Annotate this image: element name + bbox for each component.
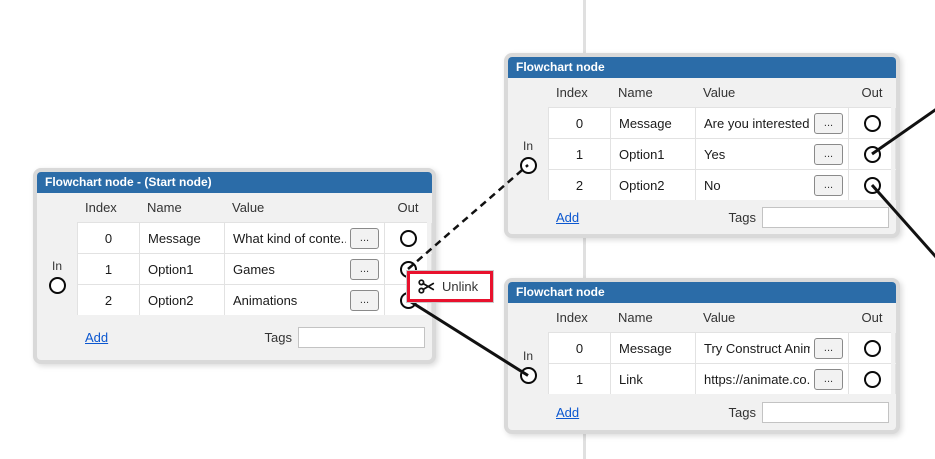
tags-input[interactable] bbox=[298, 327, 425, 348]
tags-input[interactable] bbox=[762, 206, 889, 228]
in-port-label: In bbox=[522, 138, 533, 153]
browse-button[interactable]: ... bbox=[814, 368, 843, 390]
flowchart-node-start[interactable]: Flowchart node - (Start node) In Index N… bbox=[33, 168, 436, 364]
node-title: Flowchart node bbox=[516, 285, 605, 299]
browse-button[interactable]: ... bbox=[350, 227, 379, 249]
row-name: Message bbox=[139, 223, 224, 253]
table-row: 2 Option2 Animations... bbox=[77, 284, 432, 315]
out-port[interactable] bbox=[863, 114, 881, 132]
unlink-label: Unlink bbox=[442, 279, 479, 294]
row-value: No bbox=[704, 177, 721, 193]
unlink-button[interactable]: Unlink bbox=[407, 271, 494, 302]
flowchart-node-interested[interactable]: Flowchart node In Index Name Value Out 0… bbox=[504, 53, 900, 238]
browse-button[interactable]: ... bbox=[350, 258, 379, 280]
node-title-bar[interactable]: Flowchart node - (Start node) bbox=[37, 172, 432, 193]
out-port[interactable] bbox=[399, 229, 417, 247]
row-value: What kind of conte... bbox=[233, 230, 346, 246]
column-header-value: Value bbox=[232, 200, 265, 215]
column-header-out: Out bbox=[861, 310, 883, 325]
column-header-index: Index bbox=[85, 200, 117, 215]
table-header-row: Index Name Value Out bbox=[77, 193, 427, 222]
scissors-icon bbox=[418, 279, 435, 294]
in-port[interactable] bbox=[519, 367, 537, 384]
table-row: 0 Message Are you interested ...... bbox=[548, 107, 896, 138]
browse-button[interactable]: ... bbox=[814, 337, 843, 359]
row-value: Games bbox=[233, 261, 275, 277]
row-value: Animations bbox=[233, 292, 298, 308]
column-header-value: Value bbox=[703, 310, 736, 325]
row-value: Yes bbox=[704, 146, 726, 162]
row-value: Try Construct Anim... bbox=[704, 340, 810, 356]
browse-button[interactable]: ... bbox=[350, 289, 379, 311]
row-index: 1 bbox=[548, 364, 610, 394]
row-name: Option1 bbox=[139, 254, 224, 284]
row-name: Message bbox=[610, 108, 695, 138]
row-index: 1 bbox=[77, 254, 139, 284]
table-header-row: Index Name Value Out bbox=[548, 303, 891, 332]
column-header-name: Name bbox=[618, 310, 653, 325]
table-row: 1 Link https://animate.co...... bbox=[548, 363, 896, 394]
add-row-link[interactable]: Add bbox=[556, 404, 580, 420]
table-row: 0 Message What kind of conte...... bbox=[77, 222, 432, 253]
row-name: Option2 bbox=[610, 170, 695, 200]
row-index: 0 bbox=[548, 333, 610, 363]
tags-label: Tags bbox=[728, 209, 756, 225]
row-value: Are you interested ... bbox=[704, 115, 810, 131]
row-name: Option2 bbox=[139, 285, 224, 315]
column-header-out: Out bbox=[397, 200, 419, 215]
row-value: https://animate.co... bbox=[704, 371, 810, 387]
browse-button[interactable]: ... bbox=[814, 143, 843, 165]
row-name: Message bbox=[610, 333, 695, 363]
column-header-index: Index bbox=[556, 310, 588, 325]
tags-label: Tags bbox=[728, 404, 756, 420]
node-title: Flowchart node bbox=[516, 60, 605, 74]
row-name: Option1 bbox=[610, 139, 695, 169]
row-name: Link bbox=[610, 364, 695, 394]
table-row: 1 Option1 Yes... bbox=[548, 138, 896, 169]
browse-button[interactable]: ... bbox=[814, 112, 843, 134]
row-index: 0 bbox=[548, 108, 610, 138]
in-port-label: In bbox=[51, 259, 62, 273]
row-index: 2 bbox=[77, 285, 139, 315]
column-header-out: Out bbox=[861, 85, 883, 100]
table-header-row: Index Name Value Out bbox=[548, 78, 891, 107]
out-port[interactable] bbox=[863, 176, 881, 194]
node-title-bar[interactable]: Flowchart node bbox=[508, 282, 896, 303]
out-port[interactable] bbox=[863, 145, 881, 163]
row-index: 1 bbox=[548, 139, 610, 169]
flowchart-node-animate[interactable]: Flowchart node In Index Name Value Out 0… bbox=[504, 278, 900, 434]
node-title-bar[interactable]: Flowchart node bbox=[508, 57, 896, 78]
row-index: 0 bbox=[77, 223, 139, 253]
tags-label: Tags bbox=[264, 330, 292, 345]
add-row-link[interactable]: Add bbox=[556, 209, 580, 225]
in-port-label: In bbox=[522, 349, 533, 363]
in-port[interactable] bbox=[519, 156, 537, 174]
in-port[interactable] bbox=[48, 277, 66, 294]
browse-button[interactable]: ... bbox=[814, 174, 843, 196]
column-header-value: Value bbox=[703, 85, 736, 100]
node-title: Flowchart node - (Start node) bbox=[45, 175, 212, 189]
column-header-name: Name bbox=[147, 200, 182, 215]
table-row: 1 Option1 Games... bbox=[77, 253, 432, 284]
out-port[interactable] bbox=[863, 339, 881, 357]
column-header-name: Name bbox=[618, 85, 653, 100]
add-row-link[interactable]: Add bbox=[85, 330, 109, 345]
row-index: 2 bbox=[548, 170, 610, 200]
tags-input[interactable] bbox=[762, 401, 889, 423]
table-row: 2 Option2 No... bbox=[548, 169, 896, 200]
table-row: 0 Message Try Construct Anim...... bbox=[548, 332, 896, 363]
column-header-index: Index bbox=[556, 85, 588, 100]
out-port[interactable] bbox=[863, 370, 881, 388]
